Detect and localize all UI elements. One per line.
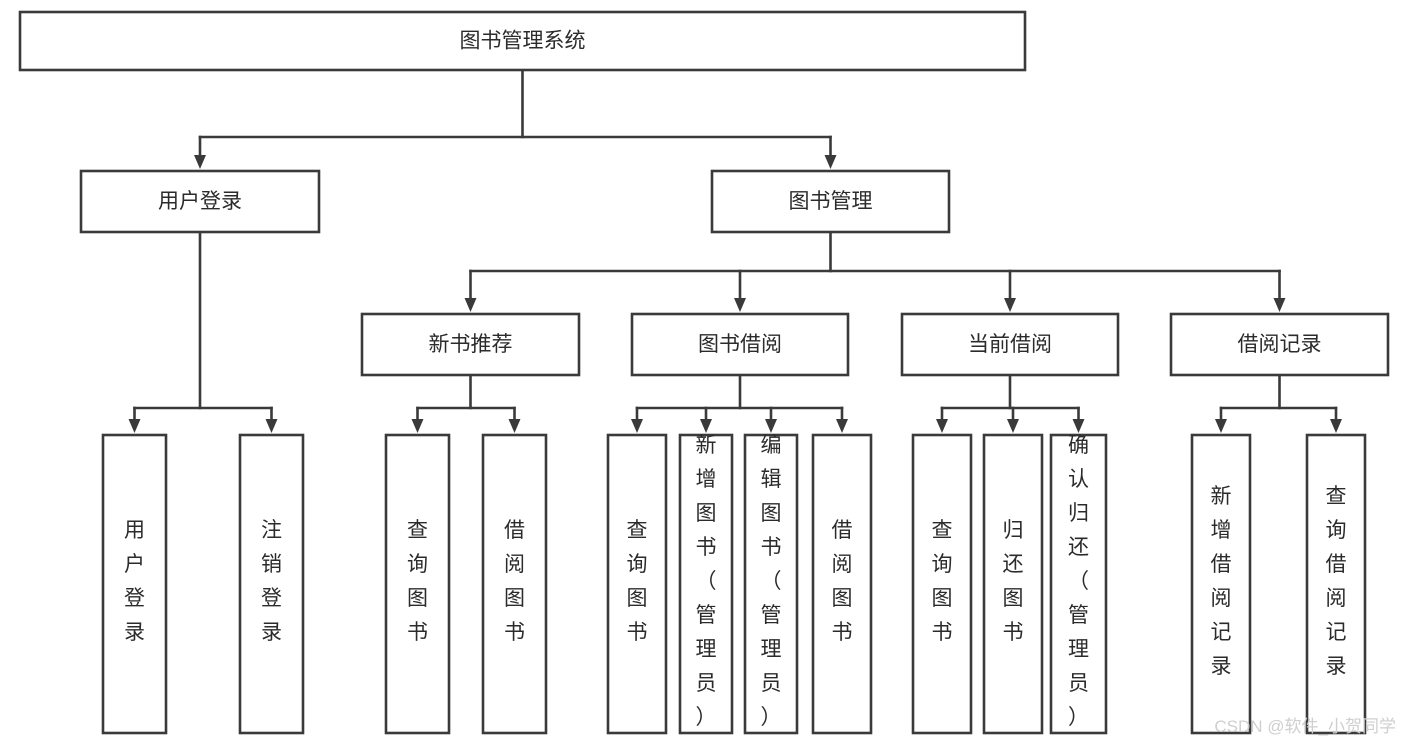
node-leaf-user-login[interactable]: 用户登录: [101, 433, 168, 735]
node-book-management-label: 图书管理: [789, 190, 873, 213]
node-leaf-query-borrow-record-box[interactable]: [1305, 433, 1367, 735]
edge-root-branch-1-arrowhead: [824, 155, 837, 169]
node-new-book-recommend-box[interactable]: [360, 312, 581, 377]
node-leaf-edit-book-admin-label: 编辑图书（管理员）: [761, 434, 782, 729]
node-root[interactable]: 图书管理系统: [18, 10, 1027, 72]
node-user-login-box[interactable]: [79, 169, 321, 234]
node-leaf-query-book-2-label: 查询图书: [627, 519, 648, 644]
node-leaf-query-borrow-record[interactable]: 查询借阅记录: [1305, 433, 1367, 735]
edge-book-management-branch-2-arrowhead: [1004, 298, 1016, 312]
node-current-borrow[interactable]: 当前借阅: [900, 312, 1120, 377]
node-leaf-logout[interactable]: 注销登录: [238, 433, 305, 735]
edge-borrow-record-branch-1-arrowhead: [1330, 419, 1342, 433]
node-leaf-query-borrow-record-label: 查询借阅记录: [1326, 485, 1347, 678]
node-leaf-edit-book-admin[interactable]: 编辑图书（管理员）: [743, 433, 799, 735]
edge-borrow-record-branch-0-arrowhead: [1215, 419, 1227, 433]
node-leaf-borrow-book-1[interactable]: 借阅图书: [481, 433, 548, 735]
node-new-book-recommend-label: 新书推荐: [429, 333, 513, 356]
edge-book-borrow-branch-0-arrowhead: [631, 419, 643, 433]
node-leaf-borrow-book-2[interactable]: 借阅图书: [811, 433, 873, 735]
node-book-borrow-label: 图书借阅: [698, 333, 782, 356]
edge-user-login-branch-1-arrowhead: [265, 419, 278, 433]
edge-user-login-branch-0-arrowhead: [128, 419, 141, 433]
edge-current-borrow-branch-1-arrowhead: [1007, 419, 1019, 433]
node-new-book-recommend[interactable]: 新书推荐: [360, 312, 581, 377]
edge-book-management-branch-1-arrowhead: [734, 298, 746, 312]
edge-current-borrow-branch-2-arrowhead: [1072, 419, 1085, 433]
node-leaf-return-book[interactable]: 归还图书: [982, 433, 1044, 735]
connector-layer: [128, 68, 1342, 433]
node-leaf-confirm-return-admin[interactable]: 确认归还（管理员）: [1049, 433, 1108, 735]
node-leaf-query-book-3-box[interactable]: [911, 433, 973, 735]
edge-root-branch-0-arrowhead: [194, 155, 206, 169]
node-leaf-query-book-3[interactable]: 查询图书: [911, 433, 973, 735]
node-leaf-logout-label: 注销登录: [261, 519, 282, 644]
node-user-login-label: 用户登录: [158, 190, 242, 213]
edge-book-management-branch-0-arrowhead: [464, 298, 477, 312]
node-leaf-borrow-book-1-label: 借阅图书: [504, 519, 525, 644]
node-leaf-query-book-3-label: 查询图书: [932, 519, 953, 644]
node-leaf-confirm-return-admin-box[interactable]: [1049, 433, 1108, 735]
node-leaf-add-borrow-record[interactable]: 新增借阅记录: [1190, 433, 1252, 735]
node-leaf-confirm-return-admin-label: 确认归还（管理员）: [1068, 434, 1089, 729]
watermark-text: CSDN @软件_小贺同学: [1214, 717, 1396, 736]
node-leaf-edit-book-admin-box[interactable]: [743, 433, 799, 735]
node-leaf-borrow-book-2-box[interactable]: [811, 433, 873, 735]
node-leaf-query-book-1-label: 查询图书: [407, 519, 428, 644]
node-book-borrow[interactable]: 图书借阅: [630, 312, 850, 377]
node-leaf-add-borrow-record-label: 新增借阅记录: [1211, 485, 1232, 678]
node-user-login[interactable]: 用户登录: [79, 169, 321, 234]
node-borrow-record[interactable]: 借阅记录: [1169, 312, 1390, 377]
node-borrow-record-box[interactable]: [1169, 312, 1390, 377]
node-current-borrow-box[interactable]: [900, 312, 1120, 377]
edge-current-borrow-branch-0-arrowhead: [936, 419, 948, 433]
node-leaf-query-book-1-box[interactable]: [384, 433, 451, 735]
node-book-management-box[interactable]: [710, 169, 951, 234]
node-leaf-return-book-label: 归还图书: [1003, 519, 1024, 644]
node-root-box[interactable]: [18, 10, 1027, 72]
node-root-label: 图书管理系统: [460, 30, 586, 53]
node-current-borrow-label: 当前借阅: [968, 333, 1052, 356]
node-leaf-query-book-2-box[interactable]: [606, 433, 668, 735]
edge-book-borrow-branch-3-arrowhead: [836, 419, 848, 433]
node-leaf-user-login-box[interactable]: [101, 433, 168, 735]
node-layer: 图书管理系统用户登录图书管理新书推荐图书借阅当前借阅借阅记录用户登录注销登录查询…: [18, 10, 1390, 735]
node-book-borrow-box[interactable]: [630, 312, 850, 377]
edge-new-book-recommend-branch-1-arrowhead: [508, 419, 521, 433]
node-leaf-add-borrow-record-box[interactable]: [1190, 433, 1252, 735]
node-leaf-query-book-1[interactable]: 查询图书: [384, 433, 451, 735]
edge-book-borrow-branch-1-arrowhead: [700, 419, 712, 433]
edge-book-management-branch-3-arrowhead: [1273, 298, 1286, 312]
node-leaf-add-book-admin[interactable]: 新增图书（管理员）: [678, 433, 734, 735]
node-leaf-add-book-admin-label: 新增图书（管理员）: [696, 434, 717, 729]
node-leaf-borrow-book-2-label: 借阅图书: [832, 519, 853, 644]
node-leaf-user-login-label: 用户登录: [124, 519, 145, 644]
node-leaf-add-book-admin-box[interactable]: [678, 433, 734, 735]
node-leaf-borrow-book-1-box[interactable]: [481, 433, 548, 735]
node-leaf-logout-box[interactable]: [238, 433, 305, 735]
node-book-management[interactable]: 图书管理: [710, 169, 951, 234]
node-leaf-query-book-2[interactable]: 查询图书: [606, 433, 668, 735]
node-borrow-record-label: 借阅记录: [1238, 333, 1322, 356]
edge-new-book-recommend-branch-0-arrowhead: [411, 419, 424, 433]
node-leaf-return-book-box[interactable]: [982, 433, 1044, 735]
edge-book-borrow-branch-2-arrowhead: [765, 419, 777, 433]
